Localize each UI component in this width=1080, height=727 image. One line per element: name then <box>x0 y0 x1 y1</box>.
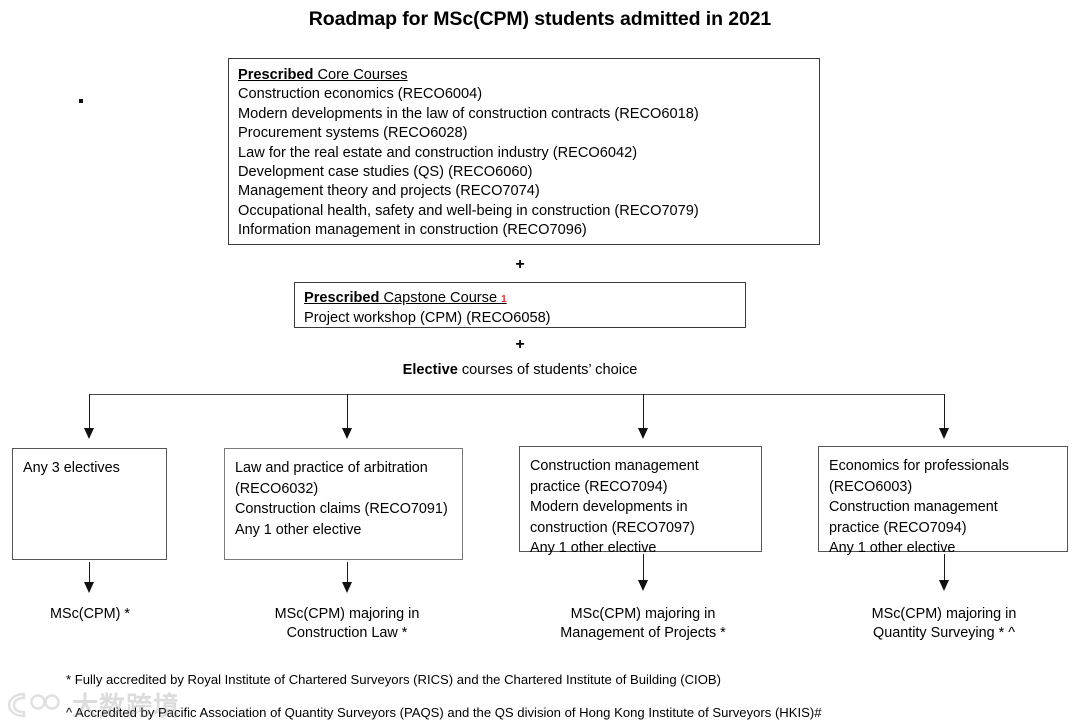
outcome-label-3: MSc(CPM) majoring in Management of Proje… <box>531 605 755 642</box>
outcome-line: MSc(CPM) * <box>50 606 130 622</box>
core-course-item: Development case studies (QS) (RECO6060) <box>238 164 533 181</box>
elective-box-line: Any 1 other elective <box>530 540 657 557</box>
outcome-line: MSc(CPM) majoring in <box>570 606 716 622</box>
outcome-arrow-2 <box>342 582 352 593</box>
elective-box-line: Law and practice of arbitration <box>235 460 428 476</box>
elective-caption: Elective courses of students’ choice <box>0 362 1040 378</box>
branch-line-2 <box>347 394 349 430</box>
outcome-line: Quantity Surveying * ^ <box>873 624 1015 641</box>
core-courses-heading-bold: Prescribed <box>238 67 314 83</box>
outcome-line: Construction Law * <box>286 624 408 641</box>
elective-box-line: Modern developments in <box>530 499 688 516</box>
branch-line-4 <box>944 394 946 430</box>
outcome-line: MSc(CPM) majoring in <box>274 606 420 622</box>
core-course-item: Management theory and projects (RECO7074… <box>238 183 540 200</box>
core-course-item: Information management in construction (… <box>238 222 587 239</box>
elective-box-line: Any 3 electives <box>23 460 120 476</box>
stray-dot-artifact <box>79 99 83 103</box>
outcome-arrow-4 <box>939 580 949 591</box>
outcome-arrow-3 <box>638 580 648 591</box>
plus-connector-one: + <box>515 256 525 273</box>
outcome-line-1 <box>89 562 91 584</box>
branch-line-3 <box>643 394 645 430</box>
outcome-line-4 <box>944 554 946 582</box>
capstone-heading-rest: Capstone Course <box>379 290 502 306</box>
outcome-label-2: MSc(CPM) majoring in Construction Law * <box>247 605 447 642</box>
prescribed-core-courses-box: Prescribed Core Courses Construction eco… <box>228 58 820 245</box>
elective-box-line: Any 1 other elective <box>829 540 956 557</box>
branch-arrow-3 <box>638 428 648 439</box>
elective-box-line: practice (RECO7094) <box>829 519 967 536</box>
elective-caption-emphasis: Elective <box>402 362 458 378</box>
core-course-item: Modern developments in the law of constr… <box>238 105 699 122</box>
elective-track-box-4: Economics for professionals (RECO6003) C… <box>818 446 1068 556</box>
outcome-label-4: MSc(CPM) majoring in Quantity Surveying … <box>836 605 1052 642</box>
elective-box-line: construction (RECO7097) <box>530 519 695 536</box>
elective-track-box-3: Construction management practice (RECO70… <box>519 446 762 556</box>
elective-box-line: (RECO6032) <box>235 480 319 497</box>
footnote-caret: ^ Accredited by Pacific Association of Q… <box>66 705 822 720</box>
outcome-label-1: MSc(CPM) * <box>0 605 180 624</box>
elective-box-line: Construction management <box>829 499 998 516</box>
outcome-line-3 <box>643 554 645 582</box>
elective-caption-rest: courses of students’ choice <box>457 362 638 378</box>
page-title: Roadmap for MSc(CPM) students admitted i… <box>308 8 772 30</box>
branch-arrow-1 <box>84 428 94 439</box>
capstone-heading: Prescribed Capstone Course 1 <box>304 289 745 309</box>
outcome-line-2 <box>347 562 349 584</box>
elective-track-box-1: Any 3 electives <box>12 448 167 560</box>
core-course-item: Construction economics (RECO6004) <box>238 86 483 103</box>
prescribed-capstone-course-box: Prescribed Capstone Course 1 Project wor… <box>294 282 746 328</box>
outcome-line: MSc(CPM) majoring in <box>871 606 1017 622</box>
capstone-footnote-marker: 1 <box>501 294 507 305</box>
elective-distribution-bar <box>89 394 945 396</box>
plus-connector-two: + <box>515 336 525 353</box>
outcome-line: Management of Projects * <box>560 624 726 641</box>
core-course-item: Procurement systems (RECO6028) <box>238 125 468 142</box>
branch-arrow-4 <box>939 428 949 439</box>
watermark-logo-icon <box>7 692 60 717</box>
branch-line-1 <box>89 394 91 430</box>
core-courses-heading: Prescribed Core Courses <box>238 66 819 85</box>
elective-track-box-2: Law and practice of arbitration (RECO603… <box>224 448 463 560</box>
elective-box-line: practice (RECO7094) <box>530 478 668 495</box>
branch-arrow-2 <box>342 428 352 439</box>
elective-box-line: Construction management <box>530 458 699 474</box>
elective-box-line: Economics for professionals <box>829 458 1009 474</box>
elective-box-line: (RECO6003) <box>829 478 913 495</box>
core-course-item: Occupational health, safety and well-bei… <box>238 202 699 219</box>
footnote-asterisk: * Fully accredited by Royal Institute of… <box>66 672 721 687</box>
core-courses-heading-rest: Core Courses <box>313 67 408 83</box>
elective-box-line: Construction claims (RECO7091) <box>235 501 448 518</box>
elective-box-line: Any 1 other elective <box>235 521 362 538</box>
core-course-item: Law for the real estate and construction… <box>238 144 638 161</box>
capstone-course-item: Project workshop (CPM) (RECO6058) <box>304 310 551 327</box>
capstone-heading-bold: Prescribed <box>304 290 380 306</box>
outcome-arrow-1 <box>84 582 94 593</box>
